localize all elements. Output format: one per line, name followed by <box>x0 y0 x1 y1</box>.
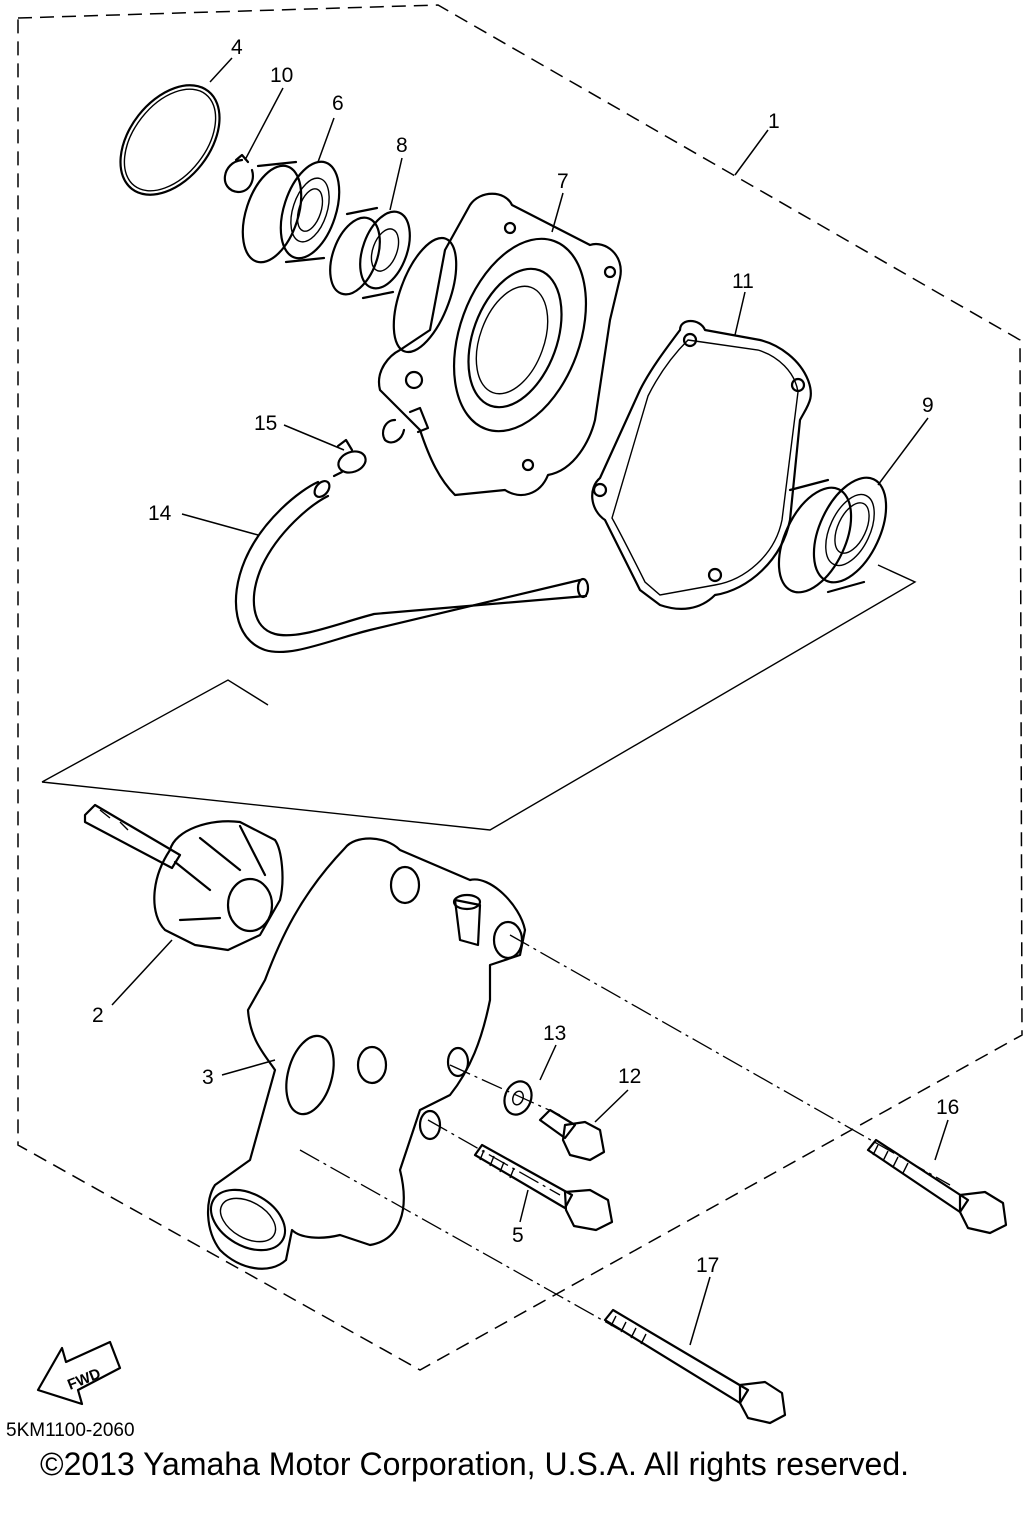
o-ring-part <box>119 84 221 196</box>
callout-10: 10 <box>270 64 293 87</box>
callout-15: 15 <box>254 412 277 435</box>
forward-direction-arrow-icon: FWD <box>36 1340 122 1406</box>
bolt-5-part <box>473 1143 614 1232</box>
gasket-part <box>591 319 812 610</box>
callout-4: 4 <box>231 36 243 59</box>
seal-kit-boundary <box>41 564 917 831</box>
axis-line-bolt-12 <box>449 1064 561 1116</box>
callout-14: 14 <box>148 502 172 525</box>
callout-5: 5 <box>512 1224 524 1247</box>
housing-cover-part <box>377 192 622 497</box>
fwd-label: FWD <box>65 1365 103 1394</box>
copyright-notice: ©2013 Yamaha Motor Corporation, U.S.A. A… <box>40 1446 910 1482</box>
callout-12: 12 <box>618 1065 641 1088</box>
leader-lines <box>111 57 949 1346</box>
callout-6: 6 <box>332 92 344 115</box>
bolt-17-part <box>603 1308 787 1425</box>
bolt-12-part <box>538 1108 606 1162</box>
mechanical-seal-part <box>777 476 888 594</box>
callout-1: 1 <box>768 110 780 133</box>
oil-seal-part <box>329 206 411 300</box>
hose-clamp-part <box>332 438 367 478</box>
callout-7: 7 <box>557 170 569 193</box>
callout-2: 2 <box>92 1004 104 1027</box>
callout-9: 9 <box>922 394 934 417</box>
assembly-boundary-dashed <box>17 4 1023 1371</box>
washer-part <box>503 1080 533 1116</box>
axis-line-bolt-16 <box>509 934 951 1186</box>
callout-3: 3 <box>202 1066 214 1089</box>
callout-8: 8 <box>396 134 408 157</box>
callout-17: 17 <box>696 1254 719 1277</box>
hose-part <box>234 480 590 654</box>
callout-16: 16 <box>936 1096 959 1119</box>
callout-13: 13 <box>543 1022 566 1045</box>
bearing-part <box>241 160 341 264</box>
circlip-part <box>223 153 254 194</box>
axis-line-bolt-17 <box>299 1149 621 1331</box>
drawing-code: 5KM1100-2060 <box>6 1420 135 1441</box>
callout-11: 11 <box>732 270 754 293</box>
bolt-16-part <box>866 1138 1008 1235</box>
pump-housing-part <box>206 837 527 1270</box>
impeller-shaft-part <box>83 803 284 952</box>
